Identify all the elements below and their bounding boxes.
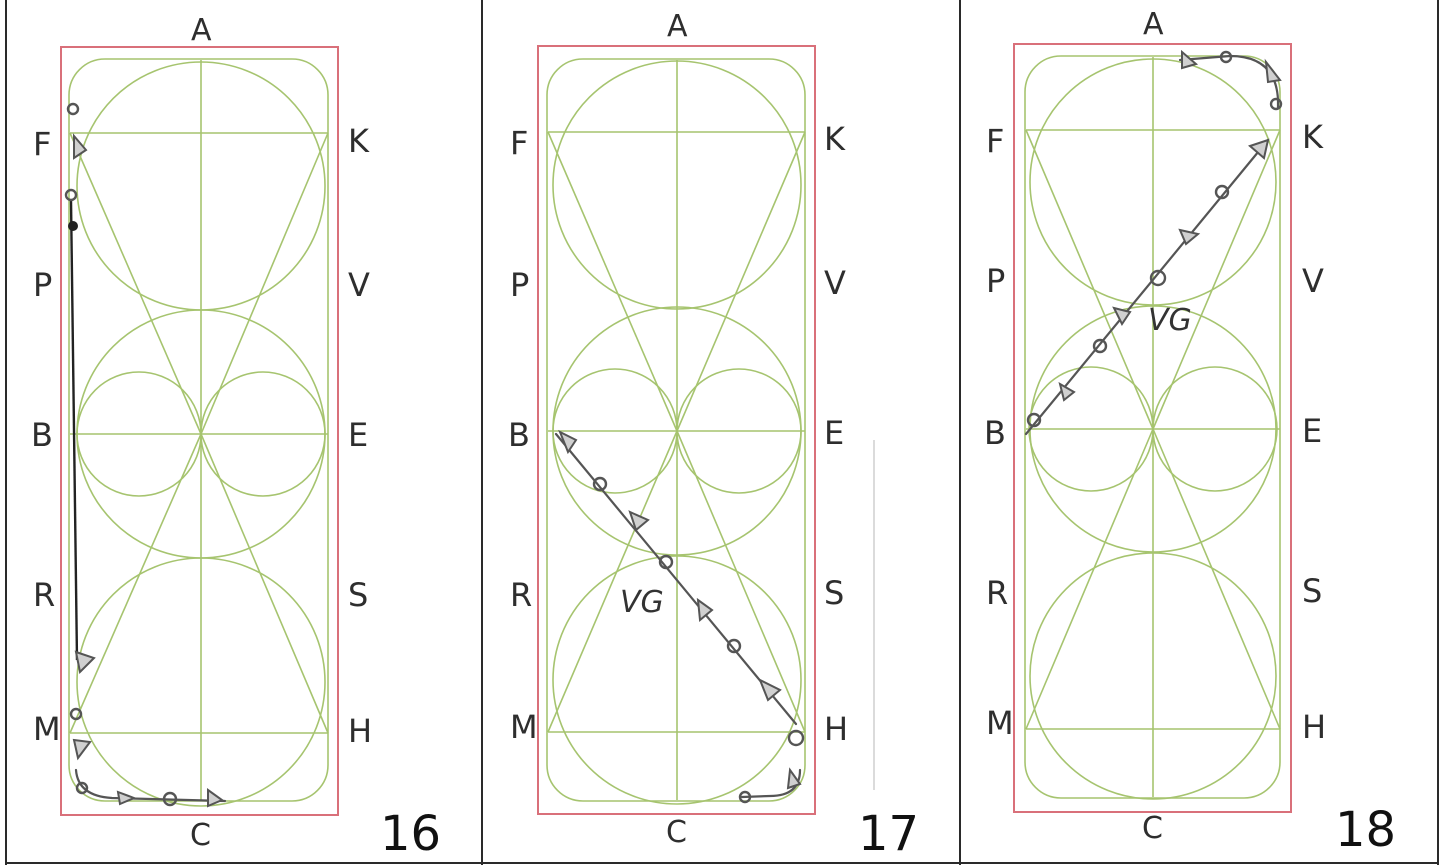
letter-left-2: P (33, 266, 52, 304)
letter-right-3: E (348, 416, 368, 454)
letter-left-2: P (986, 262, 1005, 300)
letter-top: A (667, 9, 688, 44)
letter-left-1: F (986, 122, 1004, 160)
vg-marker: VG (1148, 303, 1192, 338)
letter-left-4: R (510, 576, 532, 614)
arena-figure-lines (546, 58, 806, 805)
letter-left-1: F (510, 124, 528, 162)
ridden-track: VG (1024, 49, 1283, 436)
arena-figure-lines (1024, 55, 1281, 800)
letter-top: A (1143, 7, 1164, 42)
letter-left-1: F (33, 125, 51, 163)
ridden-track (64, 102, 227, 808)
letter-right-4: S (348, 576, 368, 614)
letter-right-2: V (348, 266, 370, 304)
letter-bottom: C (1142, 811, 1163, 846)
arena-border (60, 46, 339, 816)
letter-left-3: B (984, 414, 1006, 452)
panel-18: A C F P B R M K V E S H 18 VG (984, 7, 1396, 858)
letter-left-3: B (508, 416, 530, 454)
letter-left-5: M (510, 708, 538, 746)
letter-right-2: V (1302, 262, 1324, 300)
arena-border (1013, 43, 1292, 813)
letter-bottom: C (190, 818, 211, 853)
letter-left-5: M (986, 704, 1014, 742)
letter-right-5: H (824, 710, 848, 748)
panel-number: 18 (1335, 802, 1396, 858)
letter-right-1: K (348, 122, 370, 160)
vg-marker: VG (620, 585, 664, 620)
letter-right-5: H (1302, 708, 1326, 746)
letter-right-3: E (824, 414, 844, 452)
letter-right-5: H (348, 712, 372, 750)
letter-left-4: R (986, 574, 1008, 612)
letter-left-5: M (33, 710, 61, 748)
arena-figure-lines (68, 58, 329, 807)
letter-right-2: V (824, 264, 846, 302)
letter-right-1: K (824, 120, 846, 158)
letter-right-3: E (1302, 412, 1322, 450)
panel-17: A C F P B R M K V E S H 17 VG (508, 9, 919, 862)
letter-left-2: P (510, 266, 529, 304)
letter-left-3: B (31, 416, 53, 454)
letter-left-4: R (33, 576, 55, 614)
ridden-track: VG (554, 429, 805, 804)
letter-right-4: S (1302, 572, 1322, 610)
panel-number: 17 (858, 806, 919, 862)
panel-number: 16 (380, 806, 441, 862)
panel-16: A C F P B R M K V E S H 16 (31, 13, 441, 862)
letter-right-1: K (1302, 118, 1324, 156)
letter-right-4: S (824, 574, 844, 612)
arena-border (537, 45, 816, 815)
letter-bottom: C (666, 815, 687, 850)
letter-top: A (191, 13, 212, 48)
